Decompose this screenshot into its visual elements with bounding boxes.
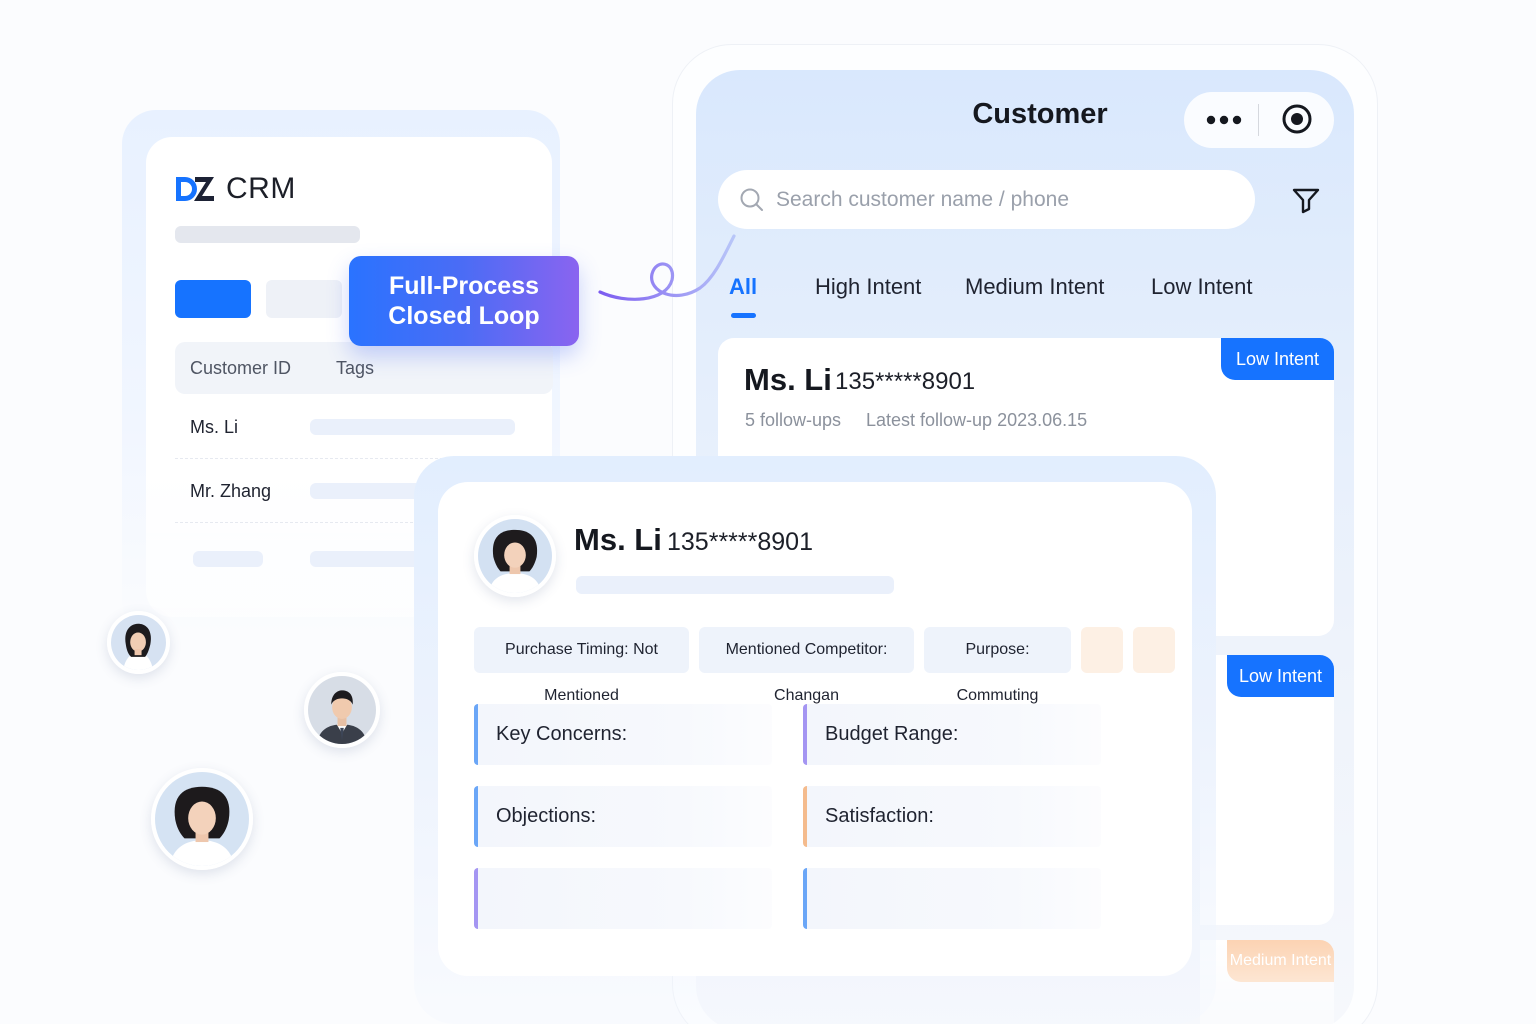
banner-line-1: Full-Process: [388, 272, 540, 300]
intent-badge: Medium Intent: [1227, 940, 1334, 982]
tag-chip-placeholder: [1081, 627, 1123, 673]
column-header-tags[interactable]: Tags: [336, 358, 375, 378]
tag-chip: Purchase Timing: Not Mentioned: [474, 627, 689, 704]
capsule-divider: [1258, 104, 1259, 136]
banner-line-2: Closed Loop: [388, 302, 540, 330]
crm-primary-button[interactable]: [175, 280, 251, 318]
field-placeholder: [474, 868, 772, 929]
tab-medium-intent[interactable]: Medium Intent: [965, 274, 1105, 299]
row-divider: [175, 522, 553, 523]
customer-card[interactable]: [1200, 655, 1334, 925]
tab-high-intent[interactable]: High Intent: [815, 274, 922, 299]
field-budget-range: Budget Range:: [803, 704, 1101, 765]
tag-chip: Mentioned Competitor: Changan: [699, 627, 914, 704]
crm-title: CRM: [226, 172, 296, 205]
page-title: Customer: [972, 98, 1108, 130]
customer-phone: 135*****8901: [835, 368, 976, 395]
placeholder-bar: [175, 226, 360, 243]
logo-mark: [176, 177, 214, 201]
avatar: [474, 515, 556, 597]
avatar: [151, 768, 253, 870]
customer-name: Ms. Li: [744, 362, 832, 397]
tag-chip: Purpose: Commuting: [924, 627, 1071, 704]
avatar: [304, 672, 380, 748]
field-key-concerns: Key Concerns:: [474, 704, 772, 765]
detail-customer-name: Ms. Li: [574, 522, 662, 557]
column-header-customer-id[interactable]: Customer ID: [190, 358, 292, 378]
detail-customer-phone: 135*****8901: [667, 528, 813, 556]
field-objections: Objections:: [474, 786, 772, 847]
intent-badge: Low Intent: [1221, 338, 1334, 380]
row-divider: [175, 458, 553, 459]
intent-badge: Low Intent: [1227, 655, 1334, 697]
avatar: [107, 611, 170, 674]
table-row-name[interactable]: Mr. Zhang: [190, 481, 272, 501]
tab-low-intent[interactable]: Low Intent: [1151, 274, 1253, 299]
field-satisfaction: Satisfaction:: [803, 786, 1101, 847]
loop-connector: [598, 234, 736, 301]
filter-icon[interactable]: [1290, 184, 1322, 216]
placeholder-bar: [576, 576, 894, 594]
search-icon: [740, 188, 763, 211]
table-row-name[interactable]: Ms. Li: [190, 417, 239, 437]
crm-secondary-button[interactable]: [266, 280, 342, 318]
latest-follow-up: Latest follow-up 2023.06.15: [866, 410, 1088, 430]
table-row-placeholder: [310, 419, 515, 435]
crm-table-header: [175, 342, 553, 394]
table-row-placeholder: [310, 551, 430, 567]
full-process-banner: Full-Process Closed Loop: [349, 256, 579, 346]
follow-up-count: 5 follow-ups: [745, 410, 842, 430]
field-placeholder: [803, 868, 1101, 929]
search-input[interactable]: [776, 180, 1236, 220]
tag-chip-placeholder: [1133, 627, 1175, 673]
target-icon[interactable]: [1281, 103, 1313, 135]
tab-all[interactable]: All: [729, 274, 758, 299]
more-dots-icon[interactable]: [1205, 106, 1245, 134]
tab-active-indicator: [731, 313, 756, 318]
table-row-placeholder: [193, 551, 263, 567]
table-row-placeholder: [310, 483, 430, 499]
